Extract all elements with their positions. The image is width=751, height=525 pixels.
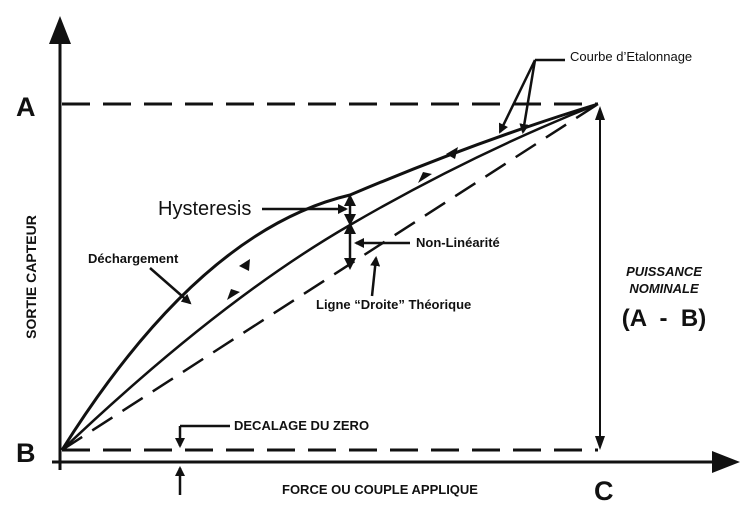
discharge-leader	[149, 267, 192, 305]
x-axis-title: FORCE OU COUPLE APPLIQUE	[282, 482, 478, 497]
calibration-curve-label: Courbe d’Etalonnage	[570, 49, 692, 64]
non-linearity-label: Non-Linéarité	[416, 235, 500, 250]
discharge-label: Déchargement	[88, 251, 179, 266]
x-axis-arrowhead	[712, 451, 740, 473]
curve-arrow-upper-2	[239, 259, 250, 271]
y-axis-arrowhead	[49, 16, 71, 44]
theoretical-line-leader	[370, 256, 381, 297]
label-b: B	[16, 438, 36, 468]
calibration-leader-2	[519, 59, 537, 134]
discharge-curve	[60, 102, 599, 451]
rated-power-label-line2: NOMINALE	[629, 281, 699, 296]
non-linearity-arrowhead-top	[344, 222, 356, 234]
hysteresis-arrowhead-top	[344, 194, 356, 206]
non-linearity-arrowhead-bottom	[344, 258, 356, 270]
curve-arrow-lower-2	[227, 289, 240, 300]
zero-offset-label: DECALAGE DU ZERO	[234, 418, 369, 433]
a-minus-b-label: (A - B)	[622, 305, 706, 332]
curve-arrow-lower-1	[418, 172, 432, 183]
hysteresis-arrowhead-bottom	[344, 214, 356, 226]
curve-arrow-upper-1	[446, 147, 458, 159]
rated-output-arrowhead-top	[595, 106, 605, 120]
label-a: A	[16, 92, 36, 122]
rated-power-label-line1: PUISSANCE	[626, 264, 702, 279]
label-c: C	[594, 476, 614, 506]
rated-output-arrowhead-bottom	[595, 436, 605, 450]
theoretical-straight-line	[61, 102, 599, 452]
y-axis-title: SORTIE CAPTEUR	[23, 215, 39, 339]
loading-curve	[61, 102, 599, 451]
theoretical-line-label: Ligne “Droite” Théorique	[316, 297, 471, 312]
calibration-leader-1	[498, 59, 537, 134]
hysteresis-label: Hysteresis	[158, 198, 251, 220]
